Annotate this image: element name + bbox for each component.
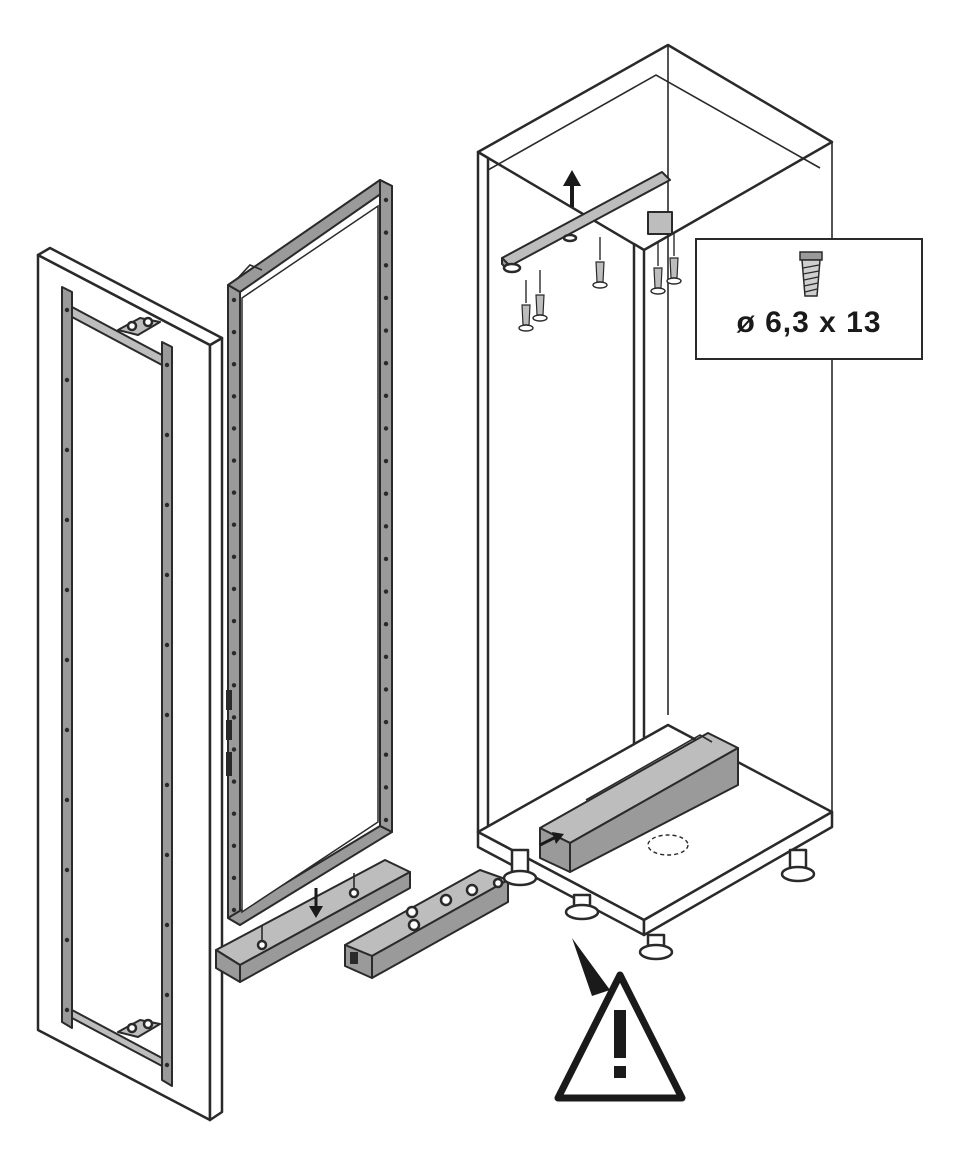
screw-hole (231, 843, 237, 848)
screw-icon (592, 237, 608, 289)
screw-hole (231, 522, 237, 527)
screw-hole (231, 490, 237, 495)
cabinet-feet (502, 848, 816, 961)
screw-hole (383, 556, 389, 562)
door-hinge-bottom (117, 1018, 161, 1038)
screw-icon (799, 251, 823, 297)
screw-hole (383, 785, 389, 790)
screw-hole (64, 447, 70, 453)
screw-hole (383, 491, 389, 496)
screw-hole (64, 587, 70, 593)
arrow-right-icon (539, 832, 564, 847)
screw-hole (231, 297, 237, 303)
screw-hole (231, 875, 237, 881)
screw-hole (64, 937, 70, 943)
arrow-up-icon (563, 170, 581, 207)
screw-hole (231, 811, 237, 816)
screw-hole (231, 650, 237, 656)
screw-hole (164, 572, 170, 578)
screw-icon (666, 233, 682, 285)
screw-hole (383, 295, 389, 301)
screw-hole (64, 377, 70, 383)
screw-hole (164, 1062, 170, 1068)
screw-spec-callout: ø 6,3 x 13 (695, 238, 923, 360)
screw-hole (231, 683, 237, 688)
lower-carriage (344, 869, 509, 979)
door-screw-holes (64, 307, 170, 1068)
screw-icon (650, 243, 666, 295)
screw-hole (383, 752, 389, 757)
cabinet (476, 43, 834, 961)
screw-hole (383, 230, 389, 235)
screw-hole (64, 727, 70, 733)
screw-hole (164, 502, 170, 508)
screw-hole (164, 992, 170, 998)
screw-hole (164, 852, 170, 858)
screw-hole (231, 747, 237, 752)
screw-hole (383, 458, 389, 464)
door-panel (36, 246, 224, 1122)
screw-hole (383, 817, 389, 823)
screw-hole (383, 263, 389, 268)
screw-hole (64, 517, 70, 523)
screw-hole (64, 307, 70, 313)
screw-hole (164, 362, 170, 368)
screw-hole (164, 642, 170, 648)
screw-hole (231, 907, 237, 913)
screw-hole (383, 328, 389, 333)
screw-hole (64, 797, 70, 803)
screw-hole (383, 524, 389, 529)
screw-set (518, 233, 682, 332)
screw-hole (383, 622, 389, 627)
screw-hole (383, 360, 389, 366)
pullout-frame (226, 179, 393, 926)
screw-hole (383, 719, 389, 725)
screw-hole (64, 867, 70, 873)
screw-hole (231, 618, 237, 624)
screw-hole (383, 197, 389, 203)
screw-hole (231, 394, 237, 399)
screw-hole (64, 657, 70, 663)
screw-hole (231, 586, 237, 592)
screw-hole (231, 715, 237, 720)
screw-hole (383, 687, 389, 692)
screw-hole (64, 1007, 70, 1013)
screw-hole (231, 362, 237, 367)
arrow-down-icon (309, 888, 323, 918)
screw-hole (164, 712, 170, 718)
screw-hole (383, 589, 389, 594)
door-hinge-top (117, 316, 161, 336)
screw-icon (518, 280, 534, 332)
screw-hole (231, 329, 237, 335)
frame-screw-holes (231, 197, 389, 913)
screw-hole (231, 779, 237, 784)
screw-spec-label: ø 6,3 x 13 (736, 306, 882, 339)
screw-hole (231, 426, 237, 431)
screw-hole (164, 782, 170, 788)
screw-hole (164, 922, 170, 928)
screw-hole (164, 432, 170, 438)
screw-hole (383, 426, 389, 431)
screw-hole (383, 654, 389, 660)
warning-icon (554, 938, 686, 1102)
screw-icon (532, 270, 548, 322)
screw-hole (231, 458, 237, 463)
screw-hole (231, 554, 237, 560)
screw-hole (383, 393, 389, 398)
